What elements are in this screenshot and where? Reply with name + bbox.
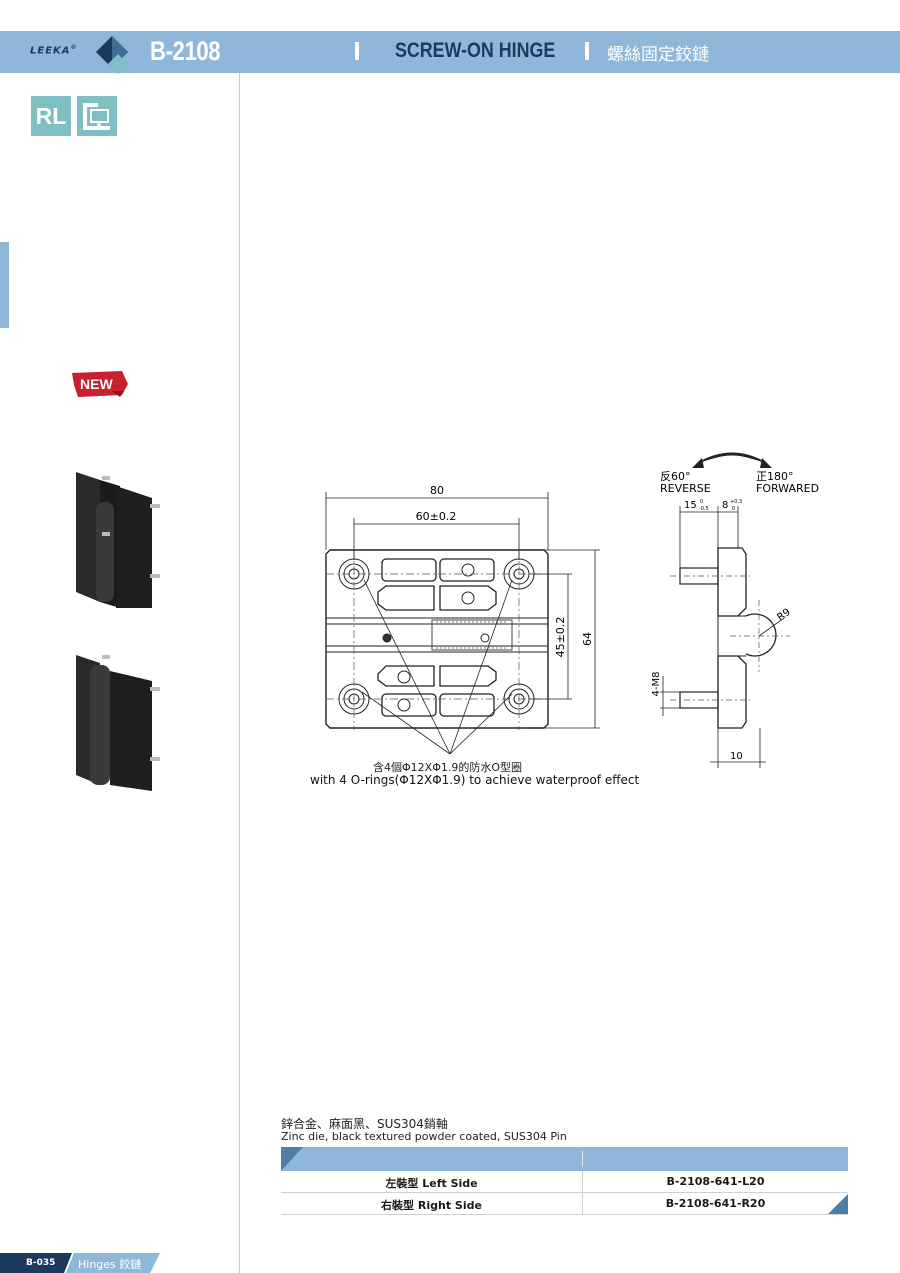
dim-side-8-tol-lower: 0	[732, 506, 735, 512]
side-cell: 右裝型 Right Side	[381, 1199, 482, 1212]
header-corner-icon	[281, 1147, 303, 1171]
header-bar	[0, 31, 900, 73]
table-header	[281, 1147, 848, 1171]
hinge-photo-closed	[76, 472, 160, 608]
header-divider	[582, 1151, 583, 1167]
header-separator	[585, 42, 589, 60]
row-corner-icon	[828, 1194, 848, 1214]
front-view	[325, 549, 550, 755]
oring-note-en: with 4 O-rings(Φ12XΦ1.9) to achieve wate…	[310, 773, 640, 787]
new-ribbon-icon	[72, 371, 128, 397]
side-dimensions	[660, 506, 766, 768]
forward-en: FORWARED	[756, 482, 819, 495]
brand-name: LEEKA®	[30, 44, 78, 57]
arrow-left-head	[692, 458, 704, 468]
table-row: 左裝型 Left Side B-2108-641-L20	[281, 1171, 848, 1193]
oring-note-zh: 含4個Φ12XΦ1.9的防水O型圈	[373, 761, 522, 774]
new-badge: NEW	[72, 371, 128, 397]
order-table: 左裝型 Left Side B-2108-641-L20 右裝型 Right S…	[281, 1147, 848, 1215]
arrow-right-head	[760, 458, 772, 468]
dim-base-10: 10	[730, 751, 743, 762]
material-en: Zinc die, black textured powder coated, …	[281, 1130, 567, 1143]
dim-radius: R9	[775, 607, 792, 624]
hinge-photo-open	[76, 655, 160, 791]
material-zh: 鋅合金、麻面黑、SUS304銷軸	[281, 1117, 448, 1131]
dim-hole-spacing: 60±0.2	[416, 510, 457, 523]
table-row: 右裝型 Right Side B-2108-641-R20	[281, 1193, 848, 1215]
section-name: Hinges 鉸鏈	[78, 1258, 142, 1271]
leeka-diamond-logo	[96, 36, 130, 74]
reverse-zh: 反60°	[660, 470, 691, 483]
technical-drawing: 80 60±0.2 64 45±0.2 15 0 -0.5 8 +0.3 0	[325, 452, 819, 768]
product-code: B-2108	[150, 36, 221, 66]
forward-zh: 正180°	[756, 470, 794, 483]
dim-side-8: 8	[722, 500, 728, 511]
footer-tab	[0, 1253, 160, 1273]
side-view	[670, 547, 790, 729]
front-dimensions	[325, 492, 600, 729]
dim-width: 80	[430, 484, 444, 497]
side-cell: 左裝型 Left Side	[385, 1177, 478, 1190]
part-number-cell: B-2108-641-L20	[666, 1175, 765, 1188]
dim-vertical-spacing: 45±0.2	[554, 617, 567, 658]
dim-height: 64	[581, 632, 594, 646]
dim-thread: 4-M8	[651, 672, 662, 697]
side-section-tab	[0, 242, 9, 328]
product-title-zh: 螺絲固定鉸鏈	[607, 45, 709, 65]
reverse-en: REVERSE	[660, 482, 711, 495]
part-number-cell: B-2108-641-R20	[665, 1197, 766, 1210]
rotation-arrow-icon	[697, 452, 767, 466]
page-number: B-035	[26, 1258, 56, 1268]
dim-side-15: 15	[684, 500, 697, 511]
product-title-en: SCREW-ON HINGE	[395, 39, 556, 62]
column-divider	[239, 73, 240, 1273]
hinge-mount-icon	[77, 96, 117, 136]
dim-side-8-tol-upper: +0.3	[730, 499, 742, 505]
header-separator	[355, 42, 359, 60]
rl-badge: RL	[31, 96, 71, 136]
dim-side-15-tol-upper: 0	[700, 499, 703, 505]
dim-side-15-tol-lower: -0.5	[699, 506, 709, 512]
